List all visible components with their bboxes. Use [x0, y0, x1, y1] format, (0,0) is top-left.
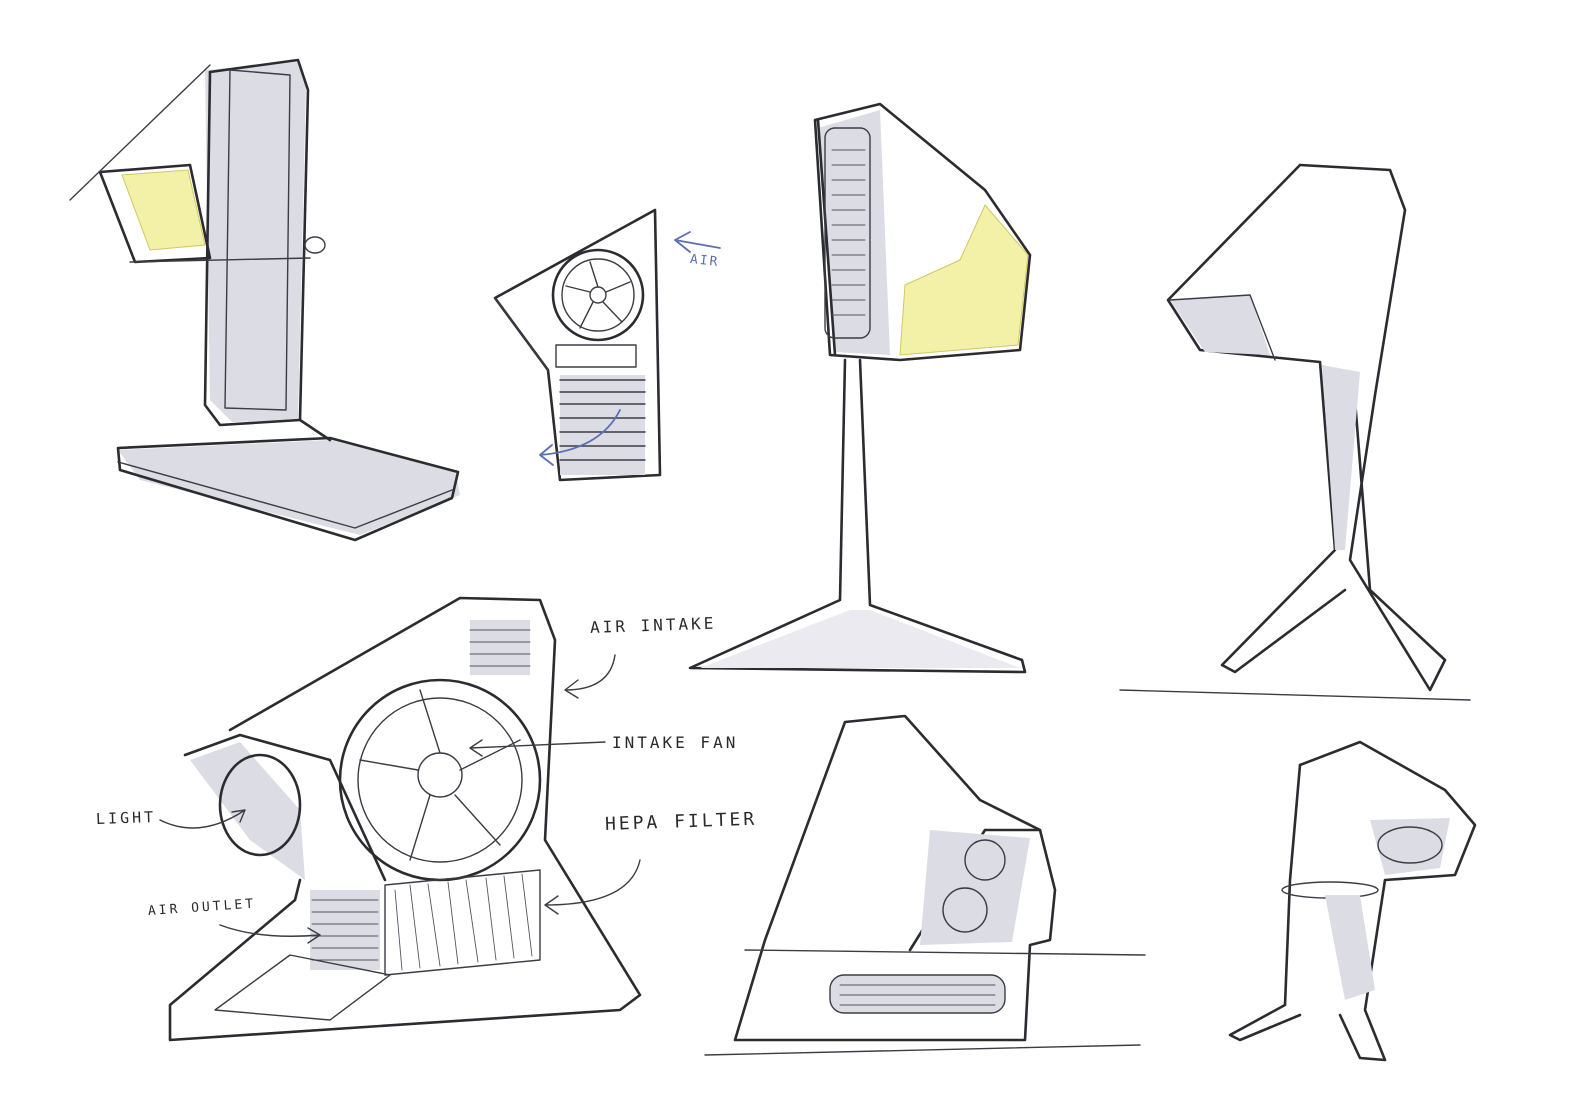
sketch-pedestal-purifier [688, 102, 1032, 674]
sketch-small-tripod [1228, 740, 1477, 1062]
label-intake-fan: INTAKE FAN [612, 733, 739, 752]
sketch-fan-cutaway [493, 208, 721, 482]
label-air-arrow: AIR [689, 252, 721, 271]
sketch-labeled-cutaway [159, 596, 642, 1042]
sketch-tripod-lamp [1119, 163, 1471, 701]
sketch-wedge-unit [704, 714, 1146, 1056]
sketch-lamp-base-top-left [69, 58, 460, 542]
label-light: LIGHT [95, 807, 157, 828]
